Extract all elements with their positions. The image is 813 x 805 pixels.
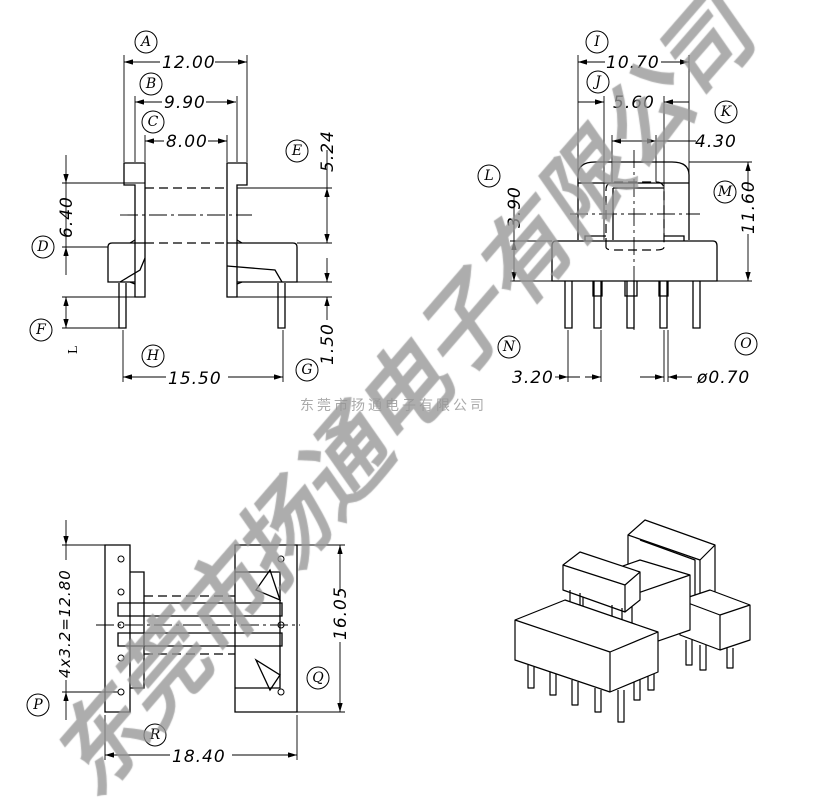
label-P: P <box>32 697 43 713</box>
side-view: 10.70 5.60 4.30 I J K 3.90 11.60 L M 3.2… <box>477 30 759 388</box>
dim-Q: 16.05 <box>331 586 351 640</box>
watermark-small: 东莞市扬通电子有限公司 <box>300 397 487 414</box>
dim-K: 4.30 <box>695 132 737 152</box>
label-G: G <box>301 362 312 378</box>
dim-C: 8.00 <box>166 132 208 152</box>
label-F: F <box>35 322 47 338</box>
label-C: C <box>148 114 159 130</box>
label-R: R <box>149 727 161 743</box>
label-L-pin-length: L <box>66 346 80 354</box>
dim-L: 3.90 <box>505 186 525 228</box>
dim-O: ø0.70 <box>696 368 750 388</box>
dim-M: 11.60 <box>739 180 759 234</box>
dim-I: 10.70 <box>606 53 660 73</box>
label-O: O <box>740 336 752 352</box>
label-J: J <box>592 74 602 90</box>
dim-N: 3.20 <box>512 368 554 388</box>
label-H: H <box>146 348 160 364</box>
dim-H: 15.50 <box>168 369 222 389</box>
label-D: D <box>36 239 48 255</box>
label-K: K <box>720 104 733 120</box>
label-Q: Q <box>312 670 324 686</box>
label-I: I <box>593 34 600 50</box>
bottom-view: 4x3.2=12.80 16.05 18.40 P Q R <box>26 520 351 767</box>
front-view: A B C 12.00 9.90 8.00 6.40 D F L 5.24 1.… <box>29 30 338 389</box>
label-B: B <box>145 76 156 92</box>
label-L: L <box>483 168 493 184</box>
label-A: A <box>139 34 151 50</box>
dim-J: 5.60 <box>613 93 655 113</box>
label-E: E <box>291 143 302 159</box>
dim-R: 18.40 <box>172 747 226 767</box>
label-M: M <box>717 184 733 200</box>
dim-E: 5.24 <box>318 130 338 172</box>
label-N: N <box>502 339 516 355</box>
dim-G: 1.50 <box>318 323 338 365</box>
dim-B: 9.90 <box>164 93 206 113</box>
dim-D: 6.40 <box>57 196 77 238</box>
isometric-view <box>514 519 751 723</box>
dim-A: 12.00 <box>162 53 216 73</box>
dim-P: 4x3.2=12.80 <box>56 569 74 678</box>
